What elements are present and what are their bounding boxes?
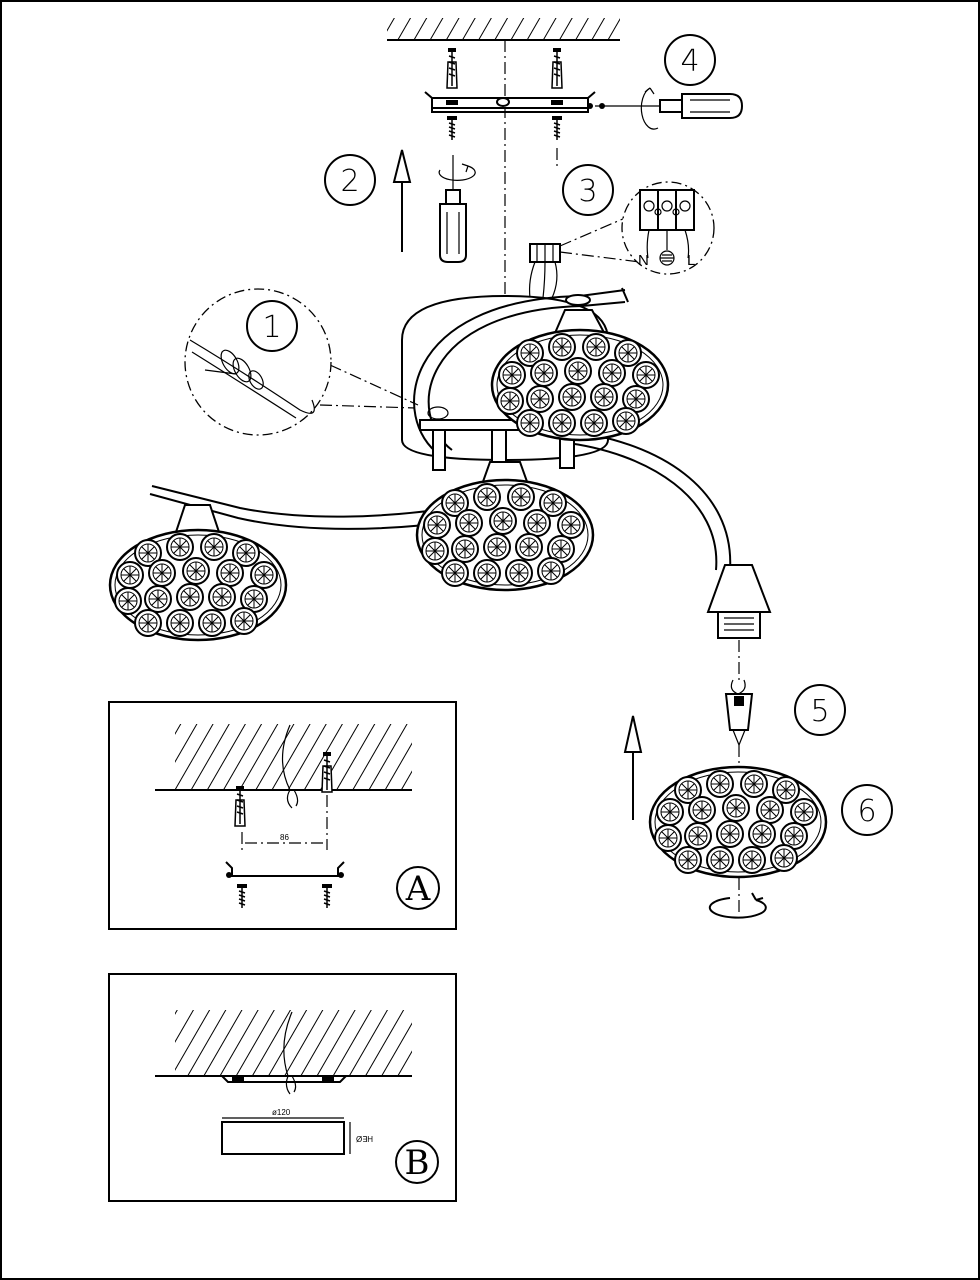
panel-a-label: A [405, 869, 431, 909]
step-1-circle [246, 300, 298, 352]
panel-a-label-circle [396, 866, 440, 910]
step-6-circle [841, 784, 893, 836]
step-1-number: 1 [262, 310, 281, 345]
screw-left [446, 115, 458, 141]
step-2-number: 2 [340, 164, 359, 199]
step-6-number: 6 [857, 794, 876, 829]
crystal-shade-left [110, 530, 286, 640]
g9-bulb [724, 679, 754, 747]
panel-b-height: Ø∃H [356, 1135, 373, 1144]
step-4-number: 4 [680, 44, 699, 79]
panel-b-label-circle [395, 1140, 439, 1184]
terminal-label-l: L [687, 252, 695, 269]
terminal-block [528, 243, 561, 299]
up-arrow-step6 [623, 715, 643, 820]
rotate-arrow-step6 [708, 892, 767, 919]
crystal-shade-loose [650, 767, 826, 877]
panel-b-diameter: ø120 [272, 1108, 291, 1117]
terminal-label-n: N [638, 252, 649, 269]
crystal-shade-top [492, 330, 668, 440]
mounting-bracket [424, 91, 596, 113]
wall-plug-left [446, 47, 458, 89]
cable-grip-callout [184, 288, 419, 436]
panel-b-label: B [405, 1143, 430, 1183]
screw-right [551, 115, 563, 141]
ceiling-top [387, 18, 620, 41]
panel-a-dimension: 86 [280, 833, 289, 842]
step-3-number: 3 [578, 174, 597, 209]
step-5-circle [794, 684, 846, 736]
step-3-circle [562, 164, 614, 216]
step-2-circle [324, 154, 376, 206]
lampholder [706, 564, 772, 639]
screwdriver-step4 [595, 87, 744, 130]
step-5-number: 5 [810, 694, 829, 729]
wall-plug-right [551, 47, 563, 89]
screwdriver-step2 [438, 155, 476, 263]
step-4-circle [664, 34, 716, 86]
crystal-shade-center [417, 480, 593, 590]
lamp-arms [149, 287, 732, 571]
terminal-detail-callout [559, 181, 715, 275]
panel-a [108, 701, 457, 930]
up-arrow-step2 [392, 149, 412, 252]
panel-b [108, 973, 457, 1202]
